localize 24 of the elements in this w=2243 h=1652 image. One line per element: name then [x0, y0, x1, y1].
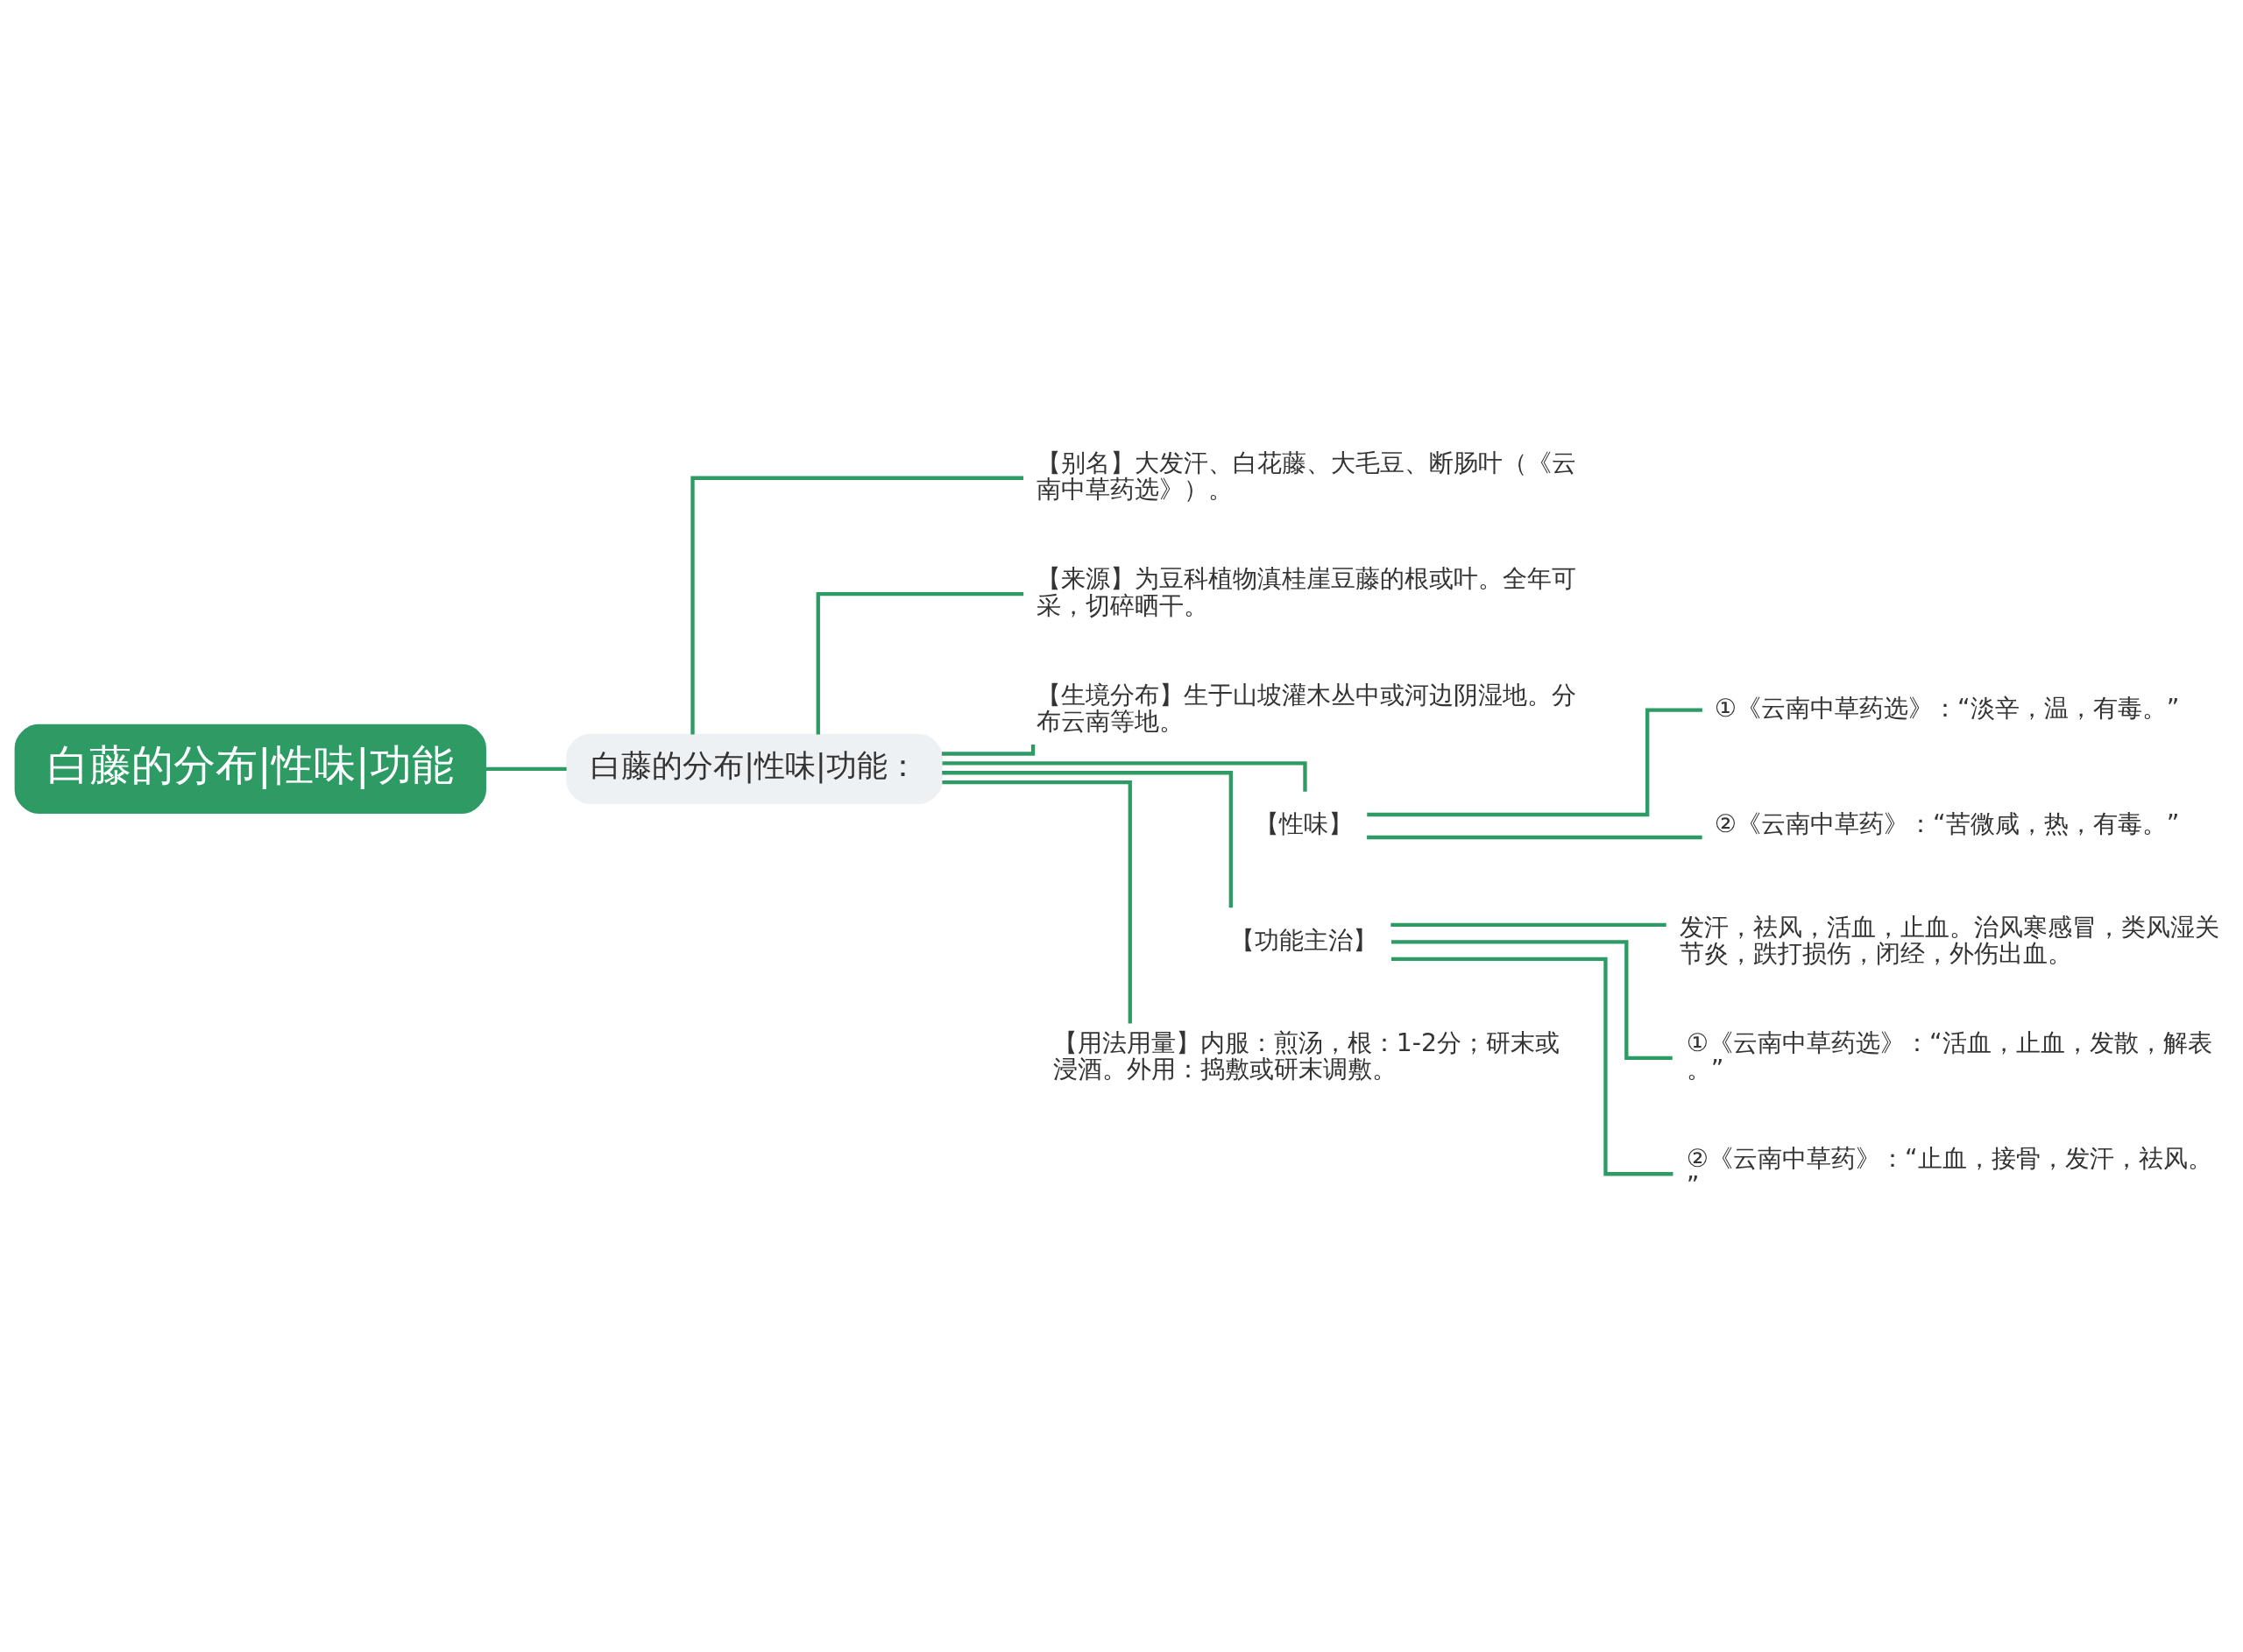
- connector: [1390, 940, 1673, 1060]
- node-text: 【生境分布】生于山坡灌木丛中或河边阴湿地。分布云南等地。: [1037, 680, 1577, 737]
- connector: [1367, 835, 1702, 840]
- node-text: ②《云南中草药》：“止血，接骨，发汗，祛风。”: [1686, 1144, 2212, 1200]
- connector: [1367, 708, 1702, 817]
- node-text: 【来源】为豆科植物滇桂崖豆藤的根或叶。全年可采，切碎晒干。: [1037, 564, 1577, 620]
- node-text: ①《云南中草药选》：“淡辛，温，有毒。”: [1714, 693, 2180, 723]
- connector: [941, 744, 1036, 756]
- connector: [1390, 957, 1673, 1176]
- connector: [942, 771, 1233, 908]
- node-text: 【别名】大发汗、白花藤、大毛豆、断肠叶（《云南中草药选》）。: [1037, 448, 1577, 505]
- connector: [942, 780, 1132, 1024]
- connector: [485, 766, 567, 772]
- node-text: ①《云南中草药选》：“活血，止血，发散，解表。”: [1686, 1028, 2212, 1084]
- node-text: 发汗，祛风，活血，止血。治风寒感冒，类风湿关节炎，跌打损伤，闭经，外伤出血。: [1680, 912, 2220, 968]
- connector: [816, 592, 1024, 735]
- node-text: 【用法用量】内服：煎汤，根：1-2分；研末或浸酒。外用：捣敷或研末调敷。: [1052, 1028, 1560, 1084]
- connector: [690, 476, 1024, 735]
- node-text: ②《云南中草药》：“苦微咸，热，有毒。”: [1714, 809, 2180, 839]
- node-text: 【性味】: [1255, 809, 1354, 839]
- node-box: 白藤的分布|性味|功能: [14, 724, 486, 814]
- connector: [1390, 922, 1666, 928]
- node-text: 【功能主治】: [1230, 925, 1378, 955]
- node-box: 白藤的分布|性味|功能：: [566, 733, 943, 805]
